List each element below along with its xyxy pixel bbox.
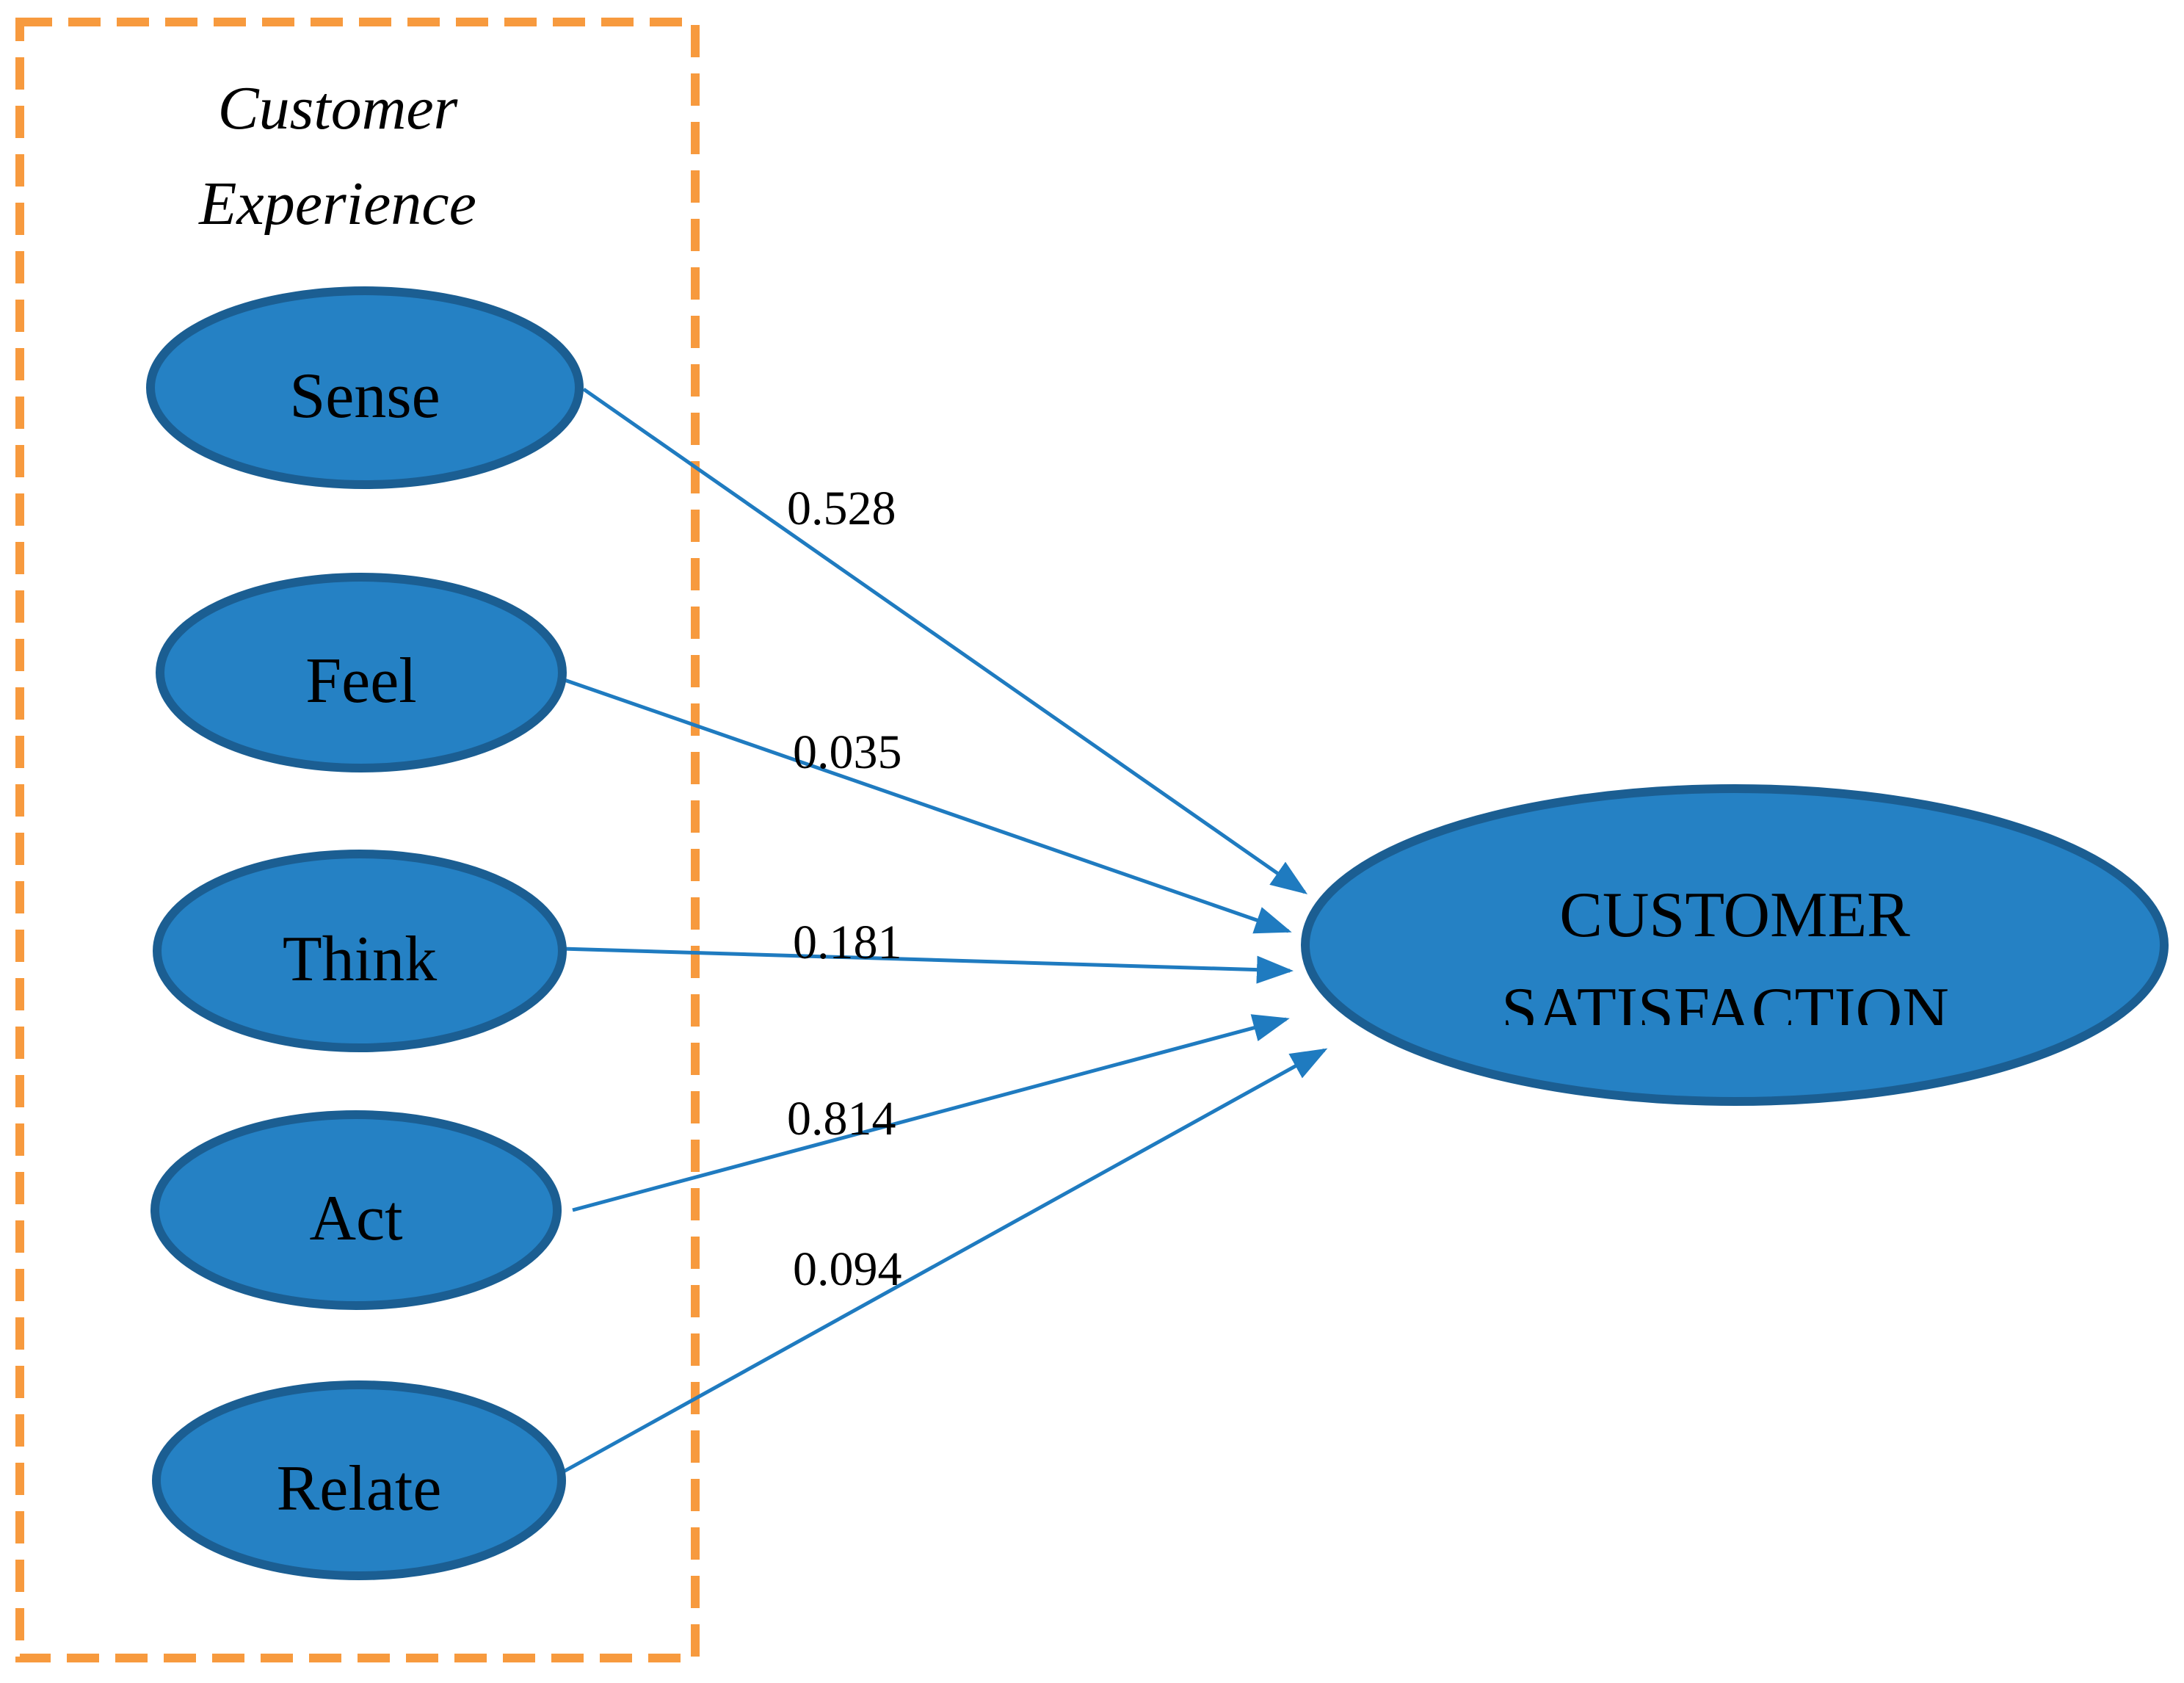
target-label-cutoff: [1468, 1025, 1997, 1054]
node-feel-ellipse: [156, 573, 567, 772]
node-relate: Relate: [152, 1380, 566, 1580]
target-label-line1: CUSTOMER: [1559, 880, 1910, 951]
node-sense-ellipse: [146, 286, 584, 489]
coefficients-layer: 0.528 0.035 0.181 0.814 0.094: [787, 482, 902, 1296]
node-act-ellipse: [150, 1110, 562, 1310]
arrow-act: [572, 1014, 1290, 1212]
coefficient-sense: 0.528: [787, 482, 896, 535]
node-feel: Feel: [156, 573, 567, 772]
node-think: Think: [153, 850, 567, 1052]
coefficient-act: 0.814: [787, 1092, 896, 1145]
group-title-line1: Customer: [218, 74, 458, 142]
arrow-think: [561, 947, 1294, 984]
node-sense-label: Sense: [289, 361, 440, 432]
node-relate-ellipse: [152, 1380, 566, 1580]
node-think-label: Think: [283, 924, 437, 995]
node-act: Act: [150, 1110, 562, 1310]
node-customer-satisfaction-ellipse: [1301, 784, 2169, 1106]
arrow-relate: [561, 1048, 1328, 1474]
coefficient-think: 0.181: [793, 916, 902, 969]
group-title-line2: Experience: [198, 170, 476, 238]
node-feel-label: Feel: [305, 645, 417, 717]
node-think-ellipse: [153, 850, 567, 1052]
coefficient-feel: 0.035: [793, 725, 902, 779]
coefficient-relate: 0.094: [793, 1242, 902, 1296]
node-sense: Sense: [146, 286, 584, 489]
arrow-sense: [582, 387, 1308, 894]
arrow-feel: [562, 677, 1292, 934]
node-act-label: Act: [309, 1183, 402, 1254]
customer-experience-group-border: [15, 18, 700, 1662]
node-customer-satisfaction: CUSTOMER SATISFACTION: [1301, 784, 2169, 1106]
node-relate-label: Relate: [277, 1453, 442, 1524]
arrows-layer: [561, 387, 1328, 1474]
